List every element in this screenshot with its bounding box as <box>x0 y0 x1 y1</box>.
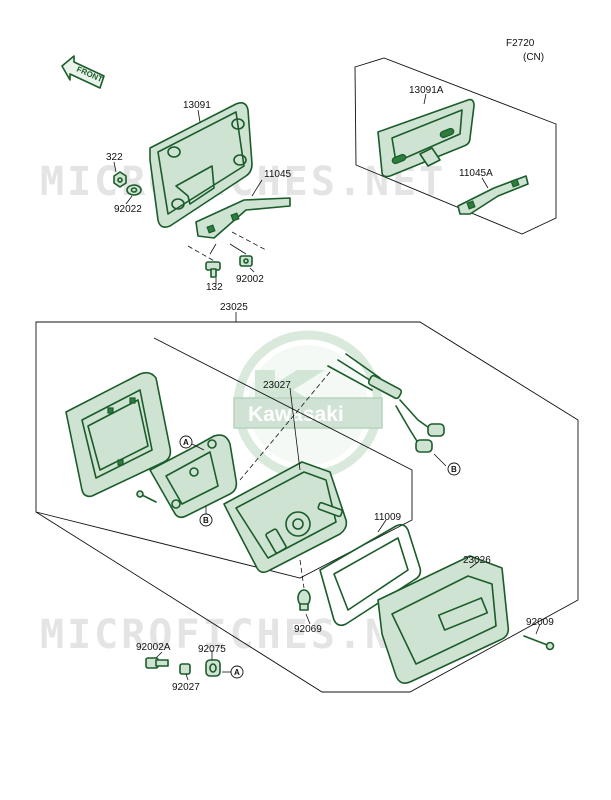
bracket-13091 <box>149 102 253 228</box>
gasket-11009 <box>319 523 422 627</box>
taillight-inner-frame <box>35 337 413 579</box>
front-arrow: FRONT <box>61 55 105 89</box>
svg-text:B: B <box>203 516 209 525</box>
bracket-13091A <box>377 98 475 178</box>
bulb-92069 <box>297 589 311 611</box>
svg-text:B: B <box>451 465 457 474</box>
label-92027: 92027 <box>172 682 200 693</box>
grommet-92075 <box>205 659 221 677</box>
svg-text:A: A <box>183 438 189 447</box>
label-11045: 11045 <box>264 169 292 180</box>
bracket-11045A <box>457 175 529 215</box>
label-92009: 92009 <box>526 617 554 628</box>
front-arrow-icon <box>61 55 105 89</box>
collar-92027 <box>179 663 191 675</box>
screw-92009 <box>523 635 555 651</box>
screw-left <box>136 490 157 503</box>
label-92002A: 92002A <box>136 642 171 653</box>
bolt-92002A <box>145 657 169 669</box>
watermark-group: Kawasaki MICROFICHES.NET MICROFICHES.NET <box>40 159 446 658</box>
bolt-132 <box>205 261 221 278</box>
kawasaki-logo-text: Kawasaki <box>248 403 344 426</box>
label-23027: 23027 <box>263 380 291 391</box>
ref-a-lower: A <box>230 665 244 679</box>
lamp-gasket <box>149 434 238 519</box>
ref-a-upper: A <box>179 435 193 449</box>
label-92002: 92002 <box>236 274 264 285</box>
taillight-assembly-frame <box>35 321 579 693</box>
nut-92002 <box>239 255 253 267</box>
label-92069: 92069 <box>294 624 322 635</box>
figure-code: F2720 <box>506 38 535 49</box>
label-23025: 23025 <box>220 302 248 313</box>
bracket-11045 <box>195 197 291 239</box>
lamp-housing-23027 <box>223 461 348 574</box>
label-92075: 92075 <box>198 644 226 655</box>
watermark-site-bottom: MICROFICHES.NET <box>40 612 446 658</box>
label-23026: 23026 <box>463 555 491 566</box>
lens-ring <box>65 371 172 498</box>
label-13091A: 13091A <box>409 85 444 96</box>
wiring-harness <box>327 353 445 453</box>
label-322: 322 <box>106 152 123 163</box>
label-132: 132 <box>206 282 223 293</box>
washer-92022 <box>126 184 142 196</box>
label-11045A: 11045A <box>459 168 493 179</box>
nut-322 <box>113 171 127 188</box>
ref-b-right: B <box>447 462 461 476</box>
label-92022: 92022 <box>114 204 142 215</box>
cn-variant-frame <box>354 57 557 235</box>
ref-b-left: B <box>199 513 213 527</box>
svg-text:A: A <box>234 668 240 677</box>
label-13091: 13091 <box>183 100 211 111</box>
lens-23026 <box>377 555 510 684</box>
region-code: (CN) <box>523 52 544 63</box>
label-11009: 11009 <box>374 512 402 523</box>
